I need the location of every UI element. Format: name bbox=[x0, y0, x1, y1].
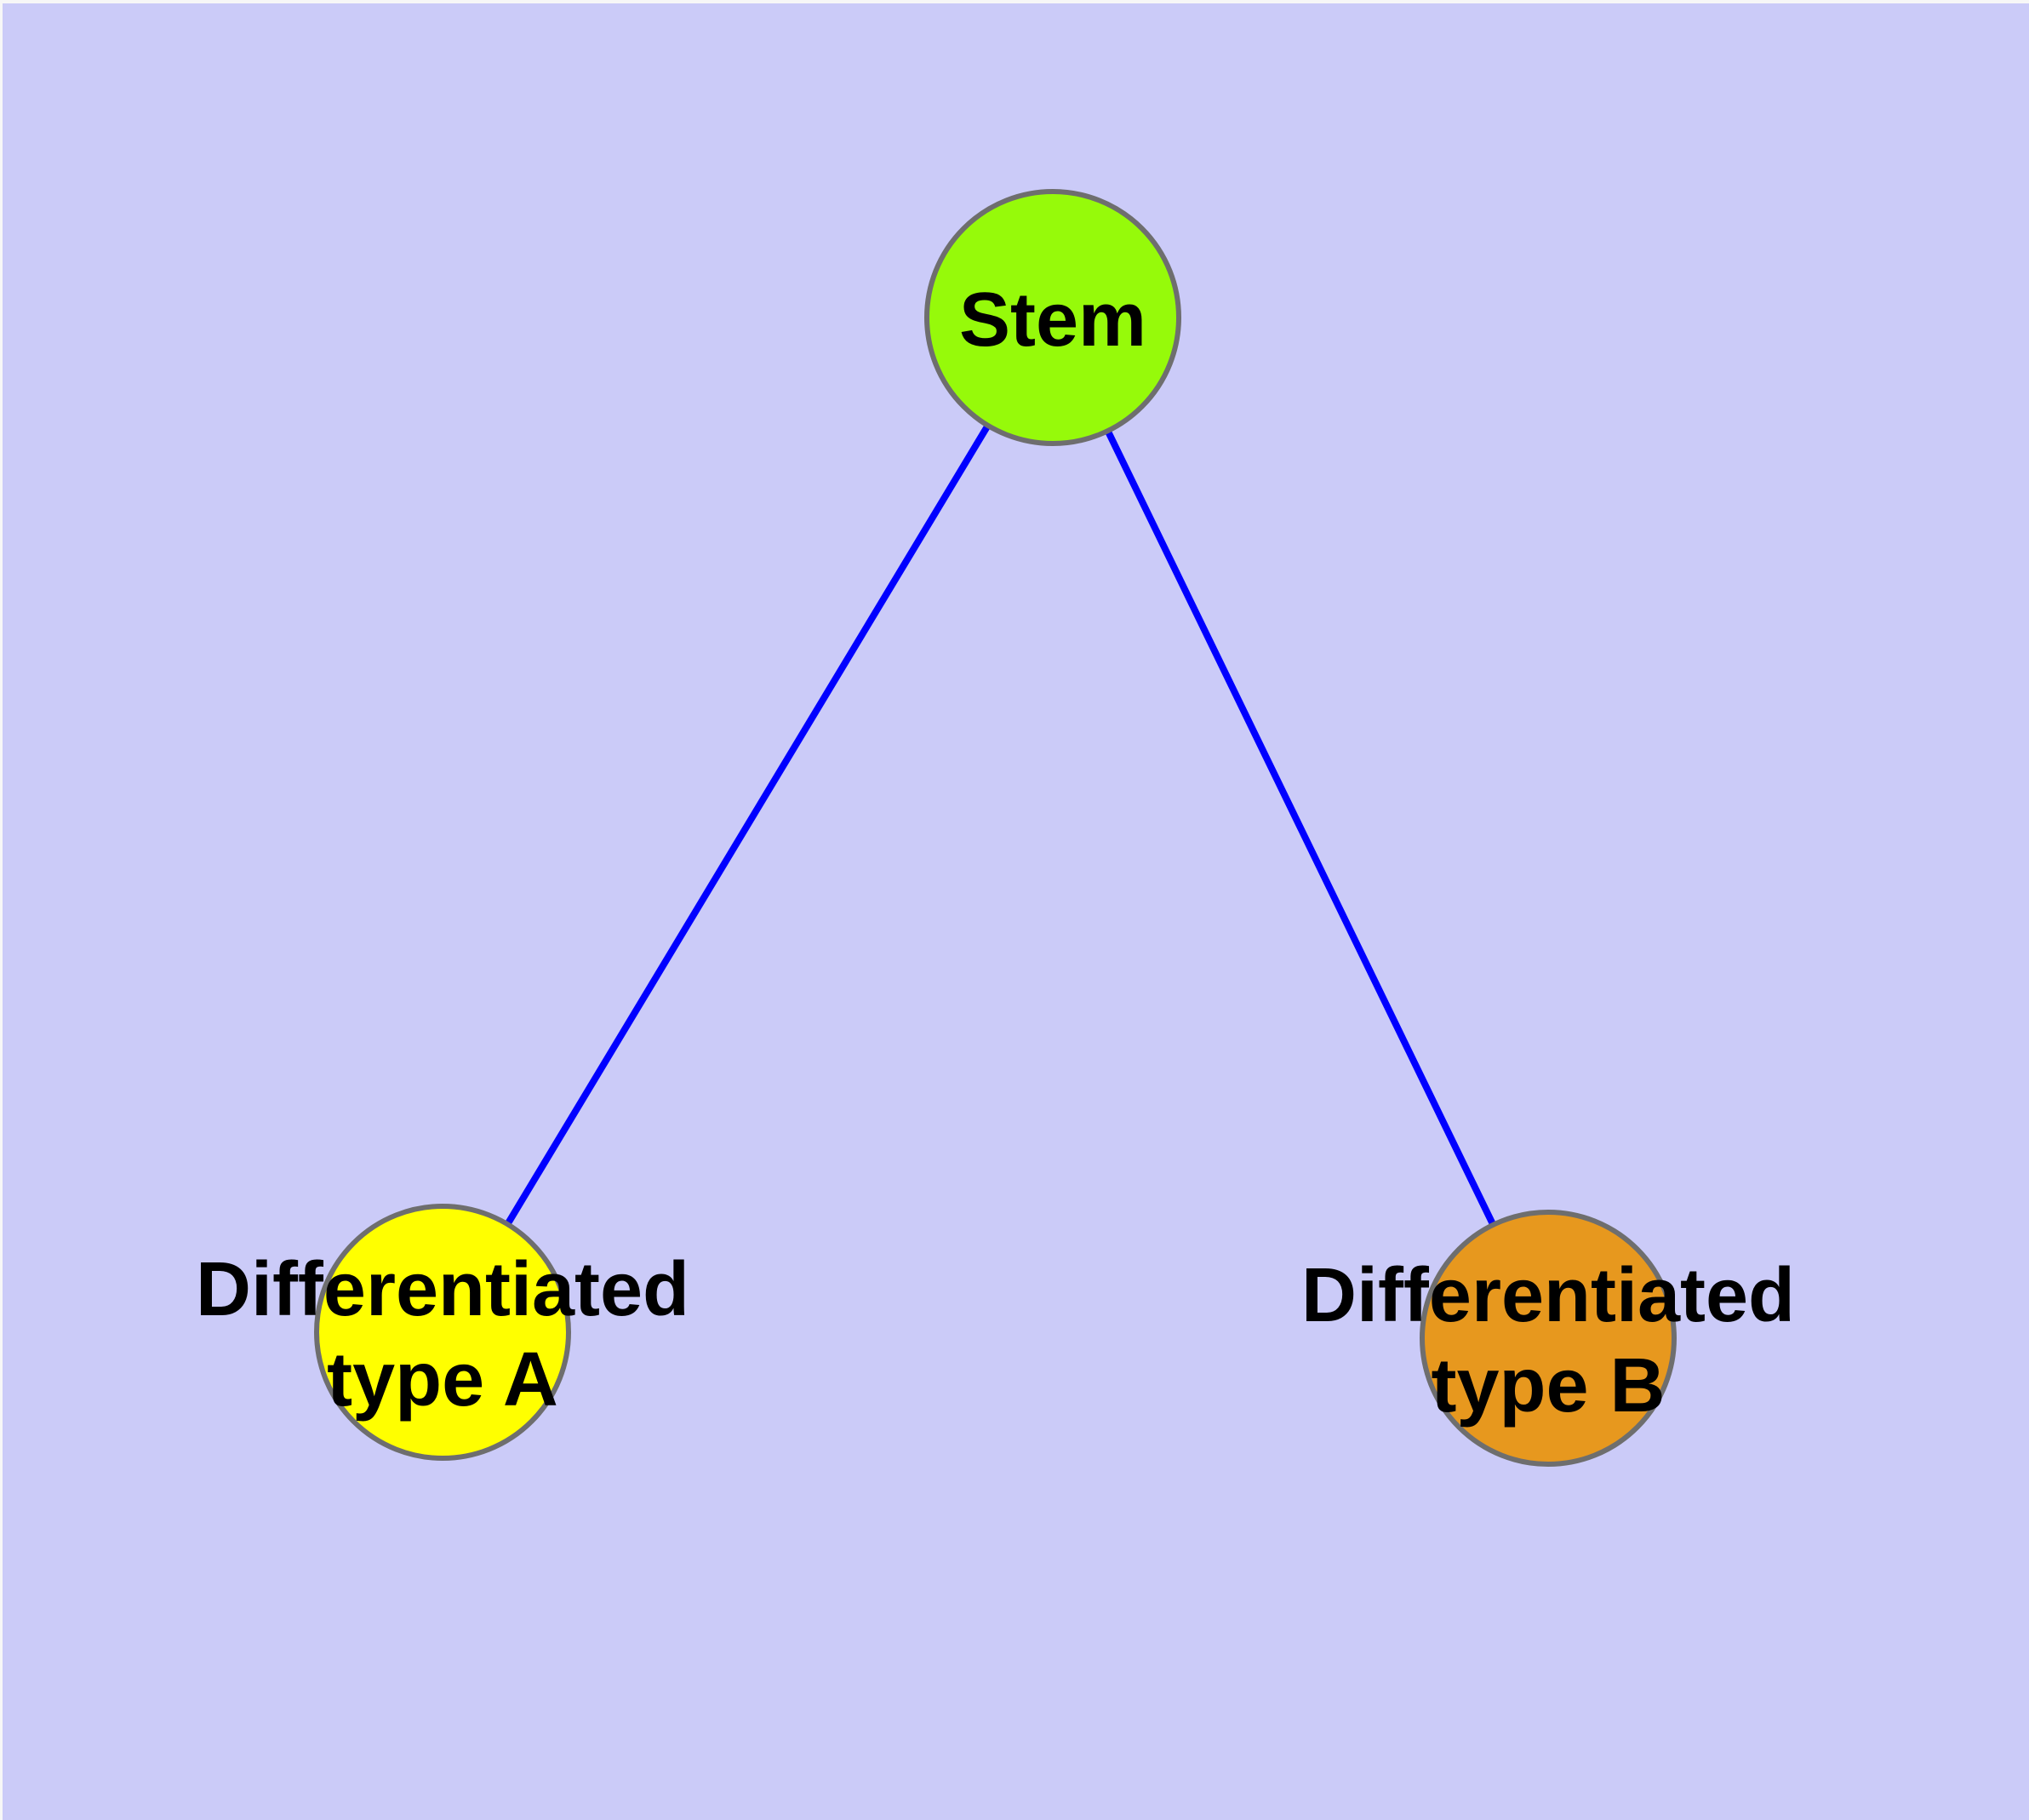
node-stem-label: Stem bbox=[959, 278, 1146, 363]
labels-layer: Stem Differentiated type A Differentiate… bbox=[196, 278, 1795, 1428]
edges-layer bbox=[439, 315, 1552, 1340]
nodes-layer bbox=[314, 189, 1677, 1467]
frame-edge-left bbox=[0, 0, 3, 1820]
node-type-a-label-line1: Differentiated bbox=[196, 1247, 689, 1332]
node-type-a-circle bbox=[314, 1204, 571, 1461]
node-type-b-label-line1: Differentiated bbox=[1301, 1253, 1795, 1338]
node-type-b-circle bbox=[1420, 1210, 1677, 1467]
frame-edge-top bbox=[0, 0, 2029, 3]
node-type-a-label-line2: type A bbox=[327, 1337, 558, 1422]
node-type-b-label-line2: type B bbox=[1431, 1343, 1665, 1428]
edge-stem-to-type-a bbox=[439, 315, 1056, 1335]
node-stem-circle bbox=[924, 189, 1181, 446]
edge-stem-to-type-b bbox=[1049, 316, 1552, 1340]
